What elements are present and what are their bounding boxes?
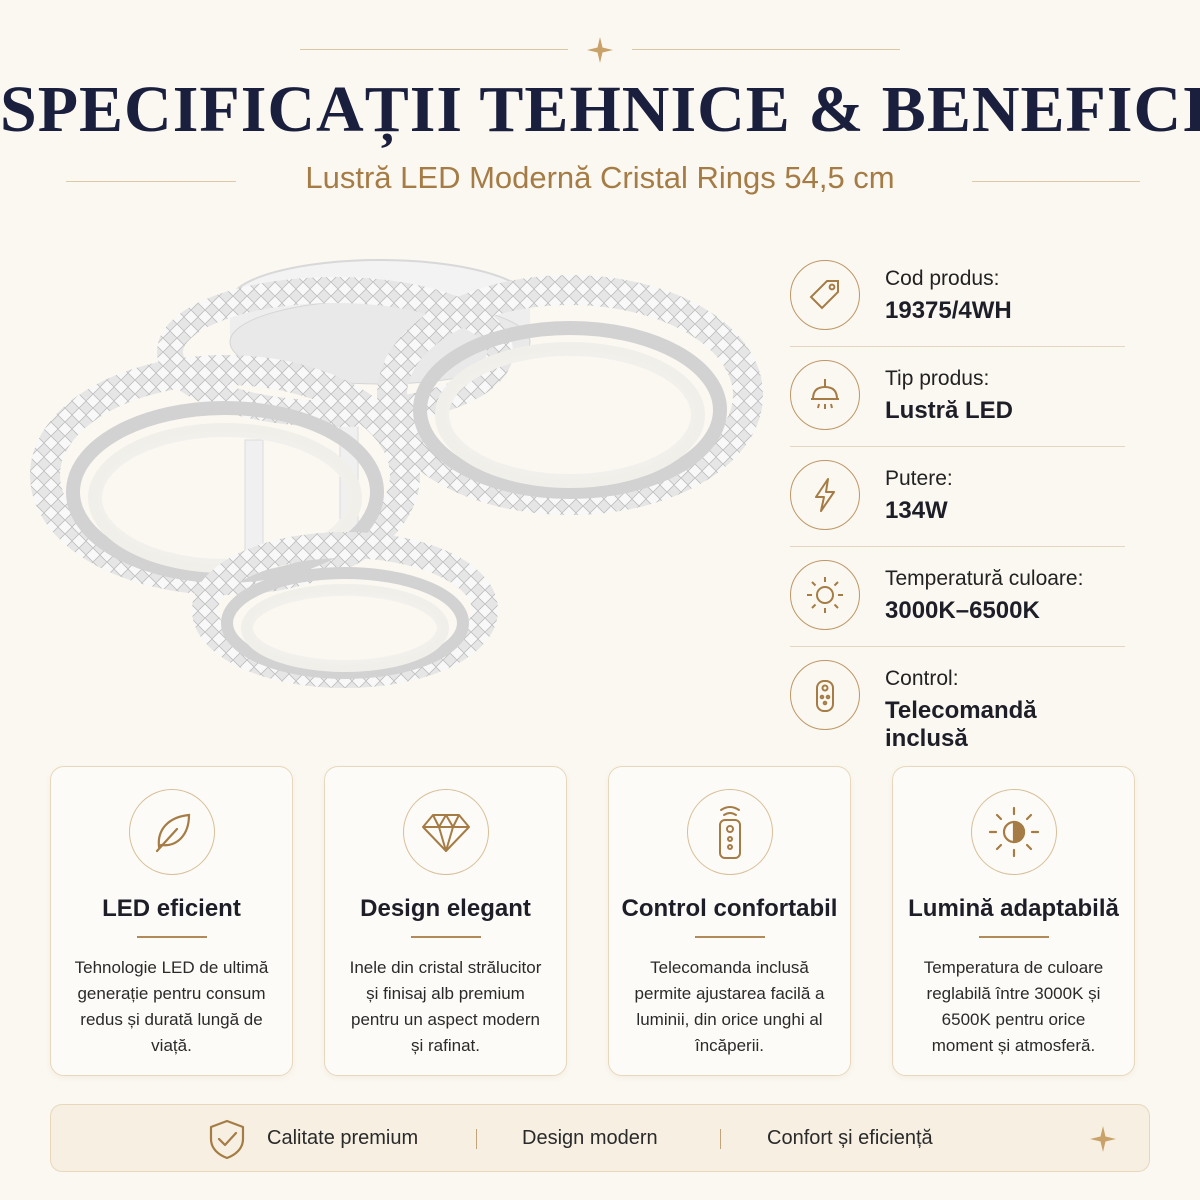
remote-icon xyxy=(790,660,860,730)
footer-separator xyxy=(476,1129,477,1149)
bottom-bar: Calitate premium Design modern Confort ș… xyxy=(50,1104,1150,1172)
feature-divider xyxy=(694,936,765,938)
footer-item-design: Design modern xyxy=(522,1127,658,1149)
feature-text: Telecomanda inclusă permite ajustarea fa… xyxy=(634,958,825,1055)
spec-value: 3000K–6500K xyxy=(885,597,1040,624)
feature-card-control: Control confortabil Telecomanda inclusă … xyxy=(608,766,851,1076)
feature-title: Design elegant xyxy=(360,895,531,922)
subtitle-row: Lustră LED Modernă Cristal Rings 54,5 cm xyxy=(60,160,1140,200)
feature-title: Lumină adaptabilă xyxy=(908,895,1119,922)
footer-separator xyxy=(720,1129,721,1149)
feature-divider xyxy=(136,936,207,938)
feature-title: Control confortabil xyxy=(621,895,838,922)
spec-label: Temperatură culoare: xyxy=(885,567,1084,590)
feature-card-light: Lumină adaptabilă Temperatura de culoare… xyxy=(892,766,1135,1076)
spec-value: Telecomandă inclusă xyxy=(885,697,1037,752)
feature-divider xyxy=(410,936,481,938)
page-title: SPECIFICAȚII TEHNICE & BENEFICII xyxy=(0,73,1200,146)
spec-label: Putere: xyxy=(885,467,953,490)
footer-item-quality: Calitate premium xyxy=(267,1127,419,1149)
ceiling-lamp-icon xyxy=(790,360,860,430)
spec-label: Control: xyxy=(885,667,959,690)
feature-title: LED eficient xyxy=(102,895,241,922)
spec-value: Lustră LED xyxy=(885,397,1014,424)
sparkle-icon xyxy=(587,37,613,63)
feature-text: Temperatura de culoare reglabilă între 3… xyxy=(923,958,1104,1055)
feature-cards: LED eficient Tehnologie LED de ultimă ge… xyxy=(50,766,1150,1076)
feature-divider xyxy=(978,936,1049,938)
sun-icon xyxy=(790,560,860,630)
spec-row-control: Control: Telecomandă inclusă xyxy=(790,647,1125,752)
spec-row-code: Cod produs: 19375/4WH xyxy=(790,247,1125,347)
brightness-icon xyxy=(970,789,1057,875)
shield-check-icon xyxy=(209,1119,245,1160)
leaf-icon xyxy=(128,789,215,875)
page-subtitle: Lustră LED Modernă Cristal Rings 54,5 cm xyxy=(305,160,895,195)
product-image xyxy=(30,259,763,688)
spec-row-temperature: Temperatură culoare: 3000K–6500K xyxy=(790,547,1125,647)
spec-label: Tip produs: xyxy=(885,367,990,390)
subtitle-line-left xyxy=(66,181,236,182)
spec-label: Cod produs: xyxy=(885,267,1000,290)
spec-row-type: Tip produs: Lustră LED xyxy=(790,347,1125,447)
ornament-line-right xyxy=(632,49,900,50)
feature-card-design: Design elegant Inele din cristal străluc… xyxy=(324,766,567,1076)
lightning-icon xyxy=(790,460,860,530)
spec-value: 134W xyxy=(885,497,948,524)
remote-control-icon xyxy=(686,789,773,875)
top-ornament xyxy=(300,36,900,64)
feature-card-led: LED eficient Tehnologie LED de ultimă ge… xyxy=(50,766,293,1076)
subtitle-line-right xyxy=(972,181,1140,182)
feature-text: Tehnologie LED de ultimă generație pentr… xyxy=(74,958,269,1055)
sparkle-icon xyxy=(1090,1126,1116,1152)
feature-text: Inele din cristal strălucitor și finisaj… xyxy=(349,958,542,1055)
spec-list: Cod produs: 19375/4WH Tip produs: Lustră… xyxy=(790,247,1125,752)
diamond-icon xyxy=(402,789,489,875)
spec-row-power: Putere: 134W xyxy=(790,447,1125,547)
footer-item-comfort: Confort și eficiență xyxy=(767,1127,933,1149)
ornament-line-left xyxy=(300,49,568,50)
tag-icon xyxy=(790,260,860,330)
spec-value: 19375/4WH xyxy=(885,297,1012,324)
